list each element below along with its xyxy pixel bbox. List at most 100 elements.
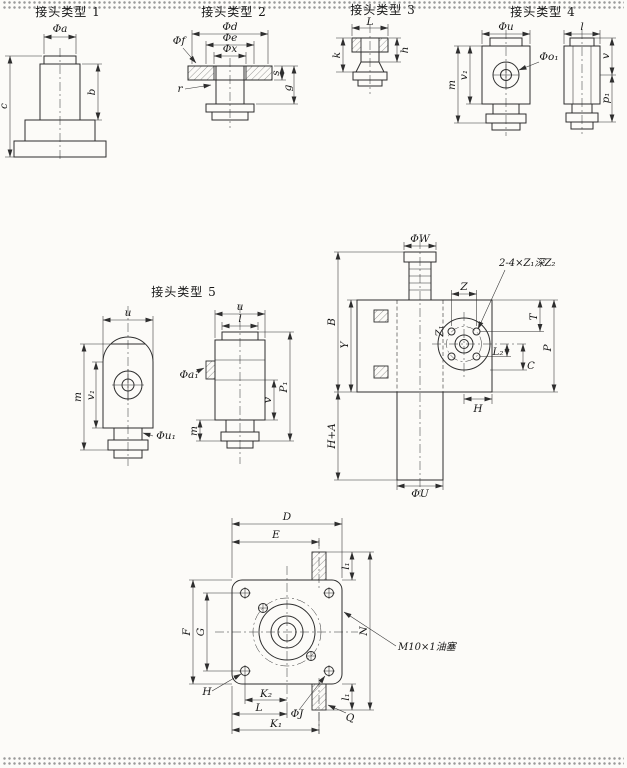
stem-edges bbox=[215, 66, 245, 80]
hidden-lines bbox=[396, 300, 444, 392]
center-bore bbox=[270, 615, 304, 649]
dim-label-z1: Z₁ bbox=[435, 326, 446, 338]
joint5-title: 接头类型 5 bbox=[151, 284, 216, 299]
dim-label-q: Q bbox=[346, 712, 355, 724]
hole-crosshair bbox=[112, 369, 144, 401]
dim-label-y: Y bbox=[339, 340, 351, 348]
dim-label-phi-w: ΦW bbox=[410, 233, 431, 245]
dim-label-k1: K₁ bbox=[269, 718, 282, 730]
flange-centerlines bbox=[215, 540, 358, 734]
dim-label-phi-j: ΦJ bbox=[291, 708, 305, 720]
dim-label-l: L bbox=[366, 16, 374, 28]
joint-type-2-view: 接头类型 2 Φd Φe Φx Φf r s g bbox=[173, 4, 298, 128]
dim-label-t: T bbox=[528, 313, 540, 321]
hole-crosshair bbox=[493, 62, 519, 88]
thread-lines bbox=[409, 268, 431, 291]
dim-label-phi-d: Φd bbox=[222, 21, 238, 33]
joint5-dome bbox=[102, 336, 154, 363]
dim-label-g: G bbox=[195, 628, 207, 636]
mount-hole bbox=[447, 352, 456, 361]
body-section-detail bbox=[373, 365, 389, 379]
joint2-title: 接头类型 2 bbox=[201, 4, 266, 19]
dim-label-l: l bbox=[238, 313, 241, 325]
joint5-foot bbox=[113, 449, 143, 459]
lower-cylinder bbox=[396, 391, 444, 481]
joint-type-5-views: 接头类型 5 u m v₁ Φu₁ bbox=[72, 284, 294, 466]
joint3-foot bbox=[357, 79, 383, 87]
dim-label-c: C bbox=[527, 361, 535, 372]
joint-type-1-view: 接头类型 1 Φa b c bbox=[0, 4, 107, 162]
dim-label-phi-u: ΦU bbox=[411, 488, 430, 500]
hole-crosshairs bbox=[239, 587, 335, 677]
dim-label-l: l bbox=[580, 21, 583, 33]
center-bore-inner bbox=[277, 622, 297, 642]
perforation-dots-top bbox=[3, 1, 624, 11]
dim-label-g: g bbox=[282, 84, 294, 91]
leader-line bbox=[477, 269, 506, 330]
dim-label-h: H bbox=[472, 403, 483, 415]
dim-label-l1-top: l₁ bbox=[340, 562, 352, 570]
dim-label-h: h bbox=[399, 47, 411, 54]
dim-label-phi-o1: Φo₁ bbox=[539, 51, 558, 63]
dim-label-phi-u: Φu bbox=[498, 21, 514, 33]
leader-line bbox=[195, 367, 205, 374]
joint4-title: 接头类型 4 bbox=[510, 4, 575, 19]
dim-label-phi-f: Φf bbox=[173, 35, 188, 47]
dim-label-p: P bbox=[542, 344, 554, 353]
section-hatch bbox=[378, 37, 389, 53]
dim-label-k: k bbox=[331, 52, 343, 58]
assembly-main-view: ΦW B Y H+A ΦU Z Z₁ 2-4×Z₁深Z₂ P T L₂ C H bbox=[326, 233, 558, 500]
dim-label-v: v bbox=[600, 53, 612, 59]
leader-line bbox=[298, 675, 326, 711]
section-hatch bbox=[245, 65, 273, 81]
flange-bottom-view: D E l₁ F G H K₂ L ΦJ Q K₁ l₁ N M10×1油塞 bbox=[181, 511, 458, 734]
flange-plate bbox=[231, 579, 343, 685]
pin-end-tab bbox=[205, 360, 216, 380]
extension-lines bbox=[80, 316, 154, 451]
dim-label-l2: L₂ bbox=[492, 347, 504, 358]
joint1-title: 接头类型 1 bbox=[35, 4, 100, 19]
leader-line bbox=[518, 61, 540, 71]
bolt-circle bbox=[252, 597, 322, 667]
dim-label-e: E bbox=[271, 529, 280, 541]
dim-label-c: c bbox=[0, 103, 10, 109]
joint4-side-foot bbox=[570, 121, 594, 130]
section-hatch bbox=[187, 65, 215, 81]
dim-label-k2: K₂ bbox=[259, 688, 272, 700]
dim-label-s: s bbox=[270, 70, 282, 76]
dim-label-phi-a1: Φa₁ bbox=[179, 369, 198, 381]
leader-line bbox=[327, 704, 347, 714]
mount-hole bbox=[472, 327, 481, 336]
leader-line bbox=[182, 47, 197, 64]
leader-line bbox=[184, 83, 212, 90]
center-boss bbox=[258, 603, 316, 661]
boss-centerlines bbox=[432, 312, 527, 378]
dim-label-f: F bbox=[181, 628, 193, 637]
dim-label-m: m bbox=[446, 80, 458, 90]
oil-plug-boss-top bbox=[311, 551, 327, 581]
leader-line bbox=[211, 673, 242, 692]
dim-label-r: r bbox=[177, 83, 183, 95]
callout-mount-holes: 2-4×Z₁深Z₂ bbox=[498, 257, 555, 269]
extension-lines bbox=[334, 242, 558, 490]
joint2-foot-base bbox=[211, 111, 249, 121]
dim-label-p1: P₁ bbox=[278, 381, 290, 393]
extension-lines bbox=[563, 30, 616, 123]
pin-section-lines bbox=[215, 359, 265, 381]
dim-label-v: v bbox=[262, 397, 274, 403]
joint5-side-foot bbox=[226, 440, 254, 449]
body-section-detail bbox=[373, 309, 389, 323]
slot-edges bbox=[572, 46, 592, 104]
bolt-circle bbox=[446, 326, 482, 362]
leader-line bbox=[343, 611, 397, 647]
dim-label-b: b bbox=[86, 88, 98, 95]
dim-label-n: N bbox=[358, 626, 370, 637]
mount-hole bbox=[447, 327, 456, 336]
joint-type-4-view: 接头类型 4 Φu m v₁ Φo₁ bbox=[446, 4, 616, 136]
oil-plug-boss-bottom bbox=[311, 683, 327, 711]
dim-label-b: B bbox=[326, 318, 338, 327]
dim-label-v1: v₁ bbox=[85, 390, 97, 400]
dim-label-v1: v₁ bbox=[458, 70, 470, 80]
